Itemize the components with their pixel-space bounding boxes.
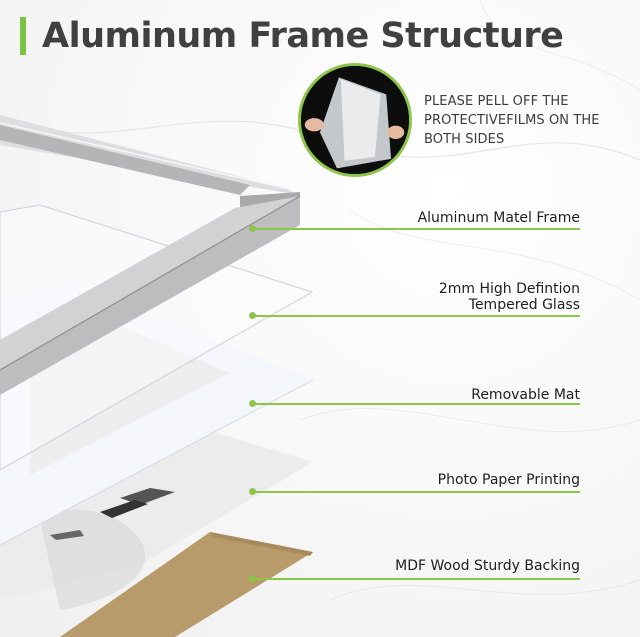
mdf-backing-layer (60, 532, 313, 637)
callout-removable-mat: Removable Mat (471, 387, 580, 403)
leader-line (252, 578, 580, 580)
leader-line (252, 491, 580, 493)
callout-label: Aluminum Matel Frame (417, 210, 580, 226)
callout-photo-paper: Photo Paper Printing (438, 472, 580, 488)
leader-dot-icon (249, 575, 256, 582)
protective-film-note: PLEASE PELL OFF THE PROTECTIVEFILMS ON T… (424, 92, 600, 149)
leader-dot-icon (249, 225, 256, 232)
title-accent-bar (20, 17, 26, 55)
tempered-glass-layer (0, 204, 314, 471)
callout-label: Tempered Glass (468, 297, 580, 313)
aluminum-frame-layer (0, 115, 301, 395)
callout-aluminum-frame: Aluminum Matel Frame (418, 210, 580, 226)
note-line: BOTH SIDES (424, 132, 505, 147)
callout-tempered-glass: 2mm High Defintion Tempered Glass (439, 281, 580, 313)
leader-line (252, 403, 580, 405)
peel-film-photo (298, 63, 412, 177)
callout-label: 2mm High Defintion (438, 281, 580, 297)
leader-dot-icon (249, 400, 256, 407)
note-line: PROTECTIVEFILMS ON THE (424, 113, 600, 128)
page-title: Aluminum Frame Structure (42, 16, 564, 56)
leader-dot-icon (249, 488, 256, 495)
leader-line (252, 315, 580, 317)
leader-dot-icon (249, 312, 256, 319)
leader-line (252, 228, 580, 230)
callout-label: Photo Paper Printing (437, 472, 580, 488)
callout-mdf-backing: MDF Wood Sturdy Backing (395, 558, 580, 574)
callout-label: Removable Mat (471, 387, 580, 403)
peel-film-icon (301, 66, 409, 174)
callout-label: MDF Wood Sturdy Backing (395, 558, 580, 574)
note-line: PLEASE PELL OFF THE (424, 94, 569, 109)
